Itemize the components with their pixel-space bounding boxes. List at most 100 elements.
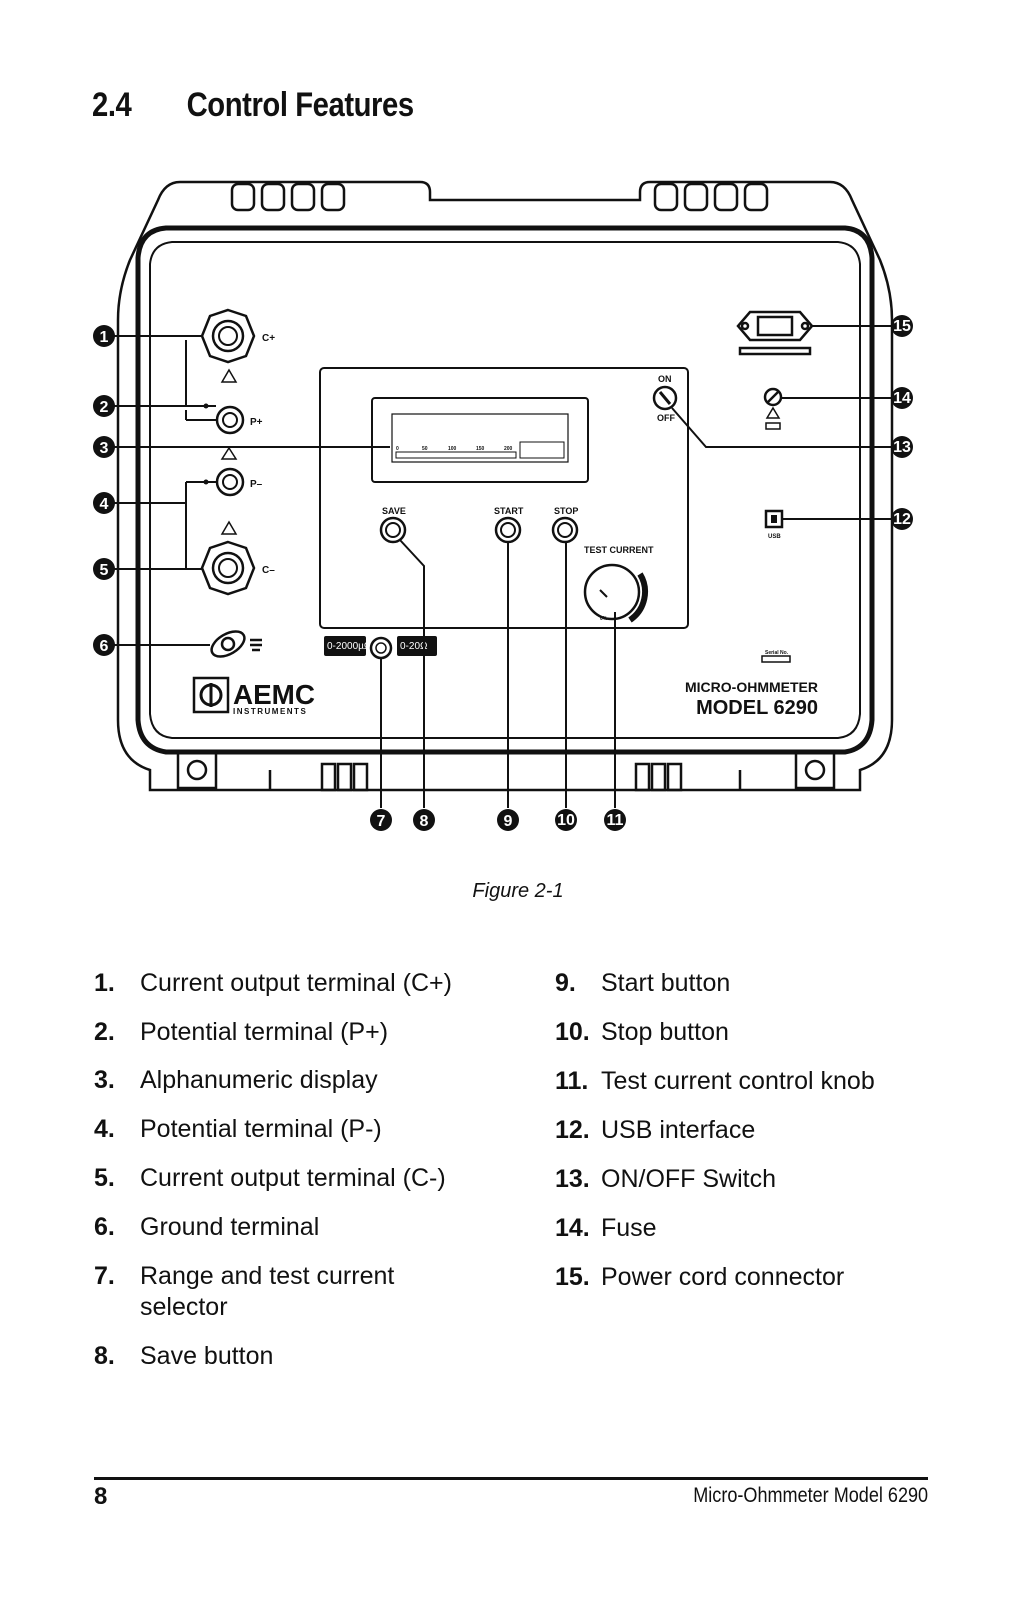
svg-text:4: 4 [100,496,109,513]
test-current-knob: TEST CURRENT 0% [583,545,654,623]
svg-text:0-2000µΩ: 0-2000µΩ [327,641,372,652]
legend-left: 1.Current output terminal (C+) 2. Potenti… [94,968,514,1372]
svg-text:150: 150 [476,446,485,452]
terminal-p-plus: P+ [215,405,263,435]
leader-dots [203,403,209,485]
svg-text:9: 9 [504,813,513,830]
legend-number: 6. [94,1213,115,1241]
control-panel-figure: C+ P+ P– C– 0 50 100 150 200 ON [93,180,913,831]
legend-item: 13.ON/OFF Switch [555,1164,995,1195]
svg-text:C–: C– [262,565,275,576]
svg-text:0: 0 [396,446,399,452]
ground-terminal [210,630,262,658]
legend-item: 11. Test current control knob [555,1066,995,1097]
svg-text:12: 12 [893,511,911,528]
case-bottom-feet [176,750,836,792]
aemc-logo: AEMC INSTRUMENTS [192,676,315,716]
svg-text:6: 6 [100,638,109,655]
svg-text:8: 8 [420,813,429,830]
legend-text: Potential terminal (P-) [140,1115,382,1143]
svg-text:13: 13 [893,439,911,456]
callout-6: 6 [93,634,115,656]
section-title: Control Features [186,86,415,124]
svg-text:7: 7 [377,813,386,830]
svg-text:MICRO-OHMMETER: MICRO-OHMMETER [685,679,818,695]
legend-number: 5. [94,1164,115,1192]
leader-lines [114,325,892,808]
callout-8: 8 [413,809,435,831]
legend-number: 14. [555,1214,590,1242]
start-button: START [494,506,524,544]
svg-text:Serial No.: Serial No. [765,650,789,656]
legend-number: 13. [555,1165,590,1193]
svg-text:3: 3 [100,440,109,457]
callout-5: 5 [93,558,115,580]
case-handle-ribs [230,182,769,212]
legend-text: Test current control knob [601,1067,875,1095]
svg-text:INSTRUMENTS: INSTRUMENTS [233,707,307,716]
legend-text: Start button [601,969,731,997]
callout-7: 7 [370,809,392,831]
power-cord-connector [736,310,814,356]
legend-item: 1.Current output terminal (C+) [94,968,514,999]
legend-item: 3.Alphanumeric display [94,1065,514,1096]
legend-text: Potential terminal (P+) [140,1018,389,1046]
svg-text:1: 1 [100,329,109,346]
svg-text:11: 11 [607,812,624,829]
legend-number: 2. [94,1018,115,1046]
svg-text:14: 14 [893,390,911,407]
svg-text:P+: P+ [250,417,263,428]
legend-number: 1. [94,969,115,997]
callout-11: 11 [604,809,626,831]
legend-number: 15. [555,1263,590,1291]
callout-14: 14 [891,387,913,409]
legend-item: 8.Save button [94,1341,514,1372]
svg-text:OFF: OFF [657,413,675,423]
svg-text:50: 50 [422,446,428,452]
warning-icon [220,520,238,535]
legend-item: 6.Ground terminal [94,1212,514,1243]
callout-12: 12 [891,508,913,530]
legend-item: 10.Stop button [555,1017,995,1048]
legend-number: 7. [94,1262,115,1290]
figure-caption: Figure 2-1 [472,880,564,902]
legend-text: Current output terminal (C-) [140,1164,446,1192]
svg-text:SAVE: SAVE [382,506,406,516]
range-selector: 0-2000µΩ 0-20Ω [324,636,437,660]
legend-number: 9. [555,969,576,997]
legend-text: Fuse [601,1214,657,1242]
terminal-p-minus: P– [215,467,263,497]
svg-text:START: START [494,506,524,516]
legend-text: USB interface [601,1116,756,1144]
model-label: MICRO-OHMMETER MODEL 6290 [685,679,818,719]
svg-text:ON: ON [658,374,672,384]
legend-item: 14. Fuse [555,1213,995,1244]
callout-15: 15 [891,315,913,337]
warning-icon [220,368,238,383]
callout-1: 1 [93,325,115,347]
callout-9: 9 [497,809,519,831]
svg-text:USB: USB [768,534,781,540]
legend-item: 2. Potential terminal (P+) [94,1017,514,1048]
callout-13: 13 [891,436,913,458]
svg-text:2: 2 [100,399,109,416]
legend-item: 9. Start button [555,968,995,999]
svg-text:5: 5 [100,562,109,579]
svg-text:AEMC: AEMC [233,679,315,710]
legend-item: 4. Potential terminal (P-) [94,1114,514,1145]
svg-text:15: 15 [893,318,911,335]
legend-number: 3. [94,1066,115,1094]
terminal-c-minus: C– [200,540,275,596]
svg-text:C+: C+ [262,333,275,344]
terminal-c-plus: C+ [200,308,275,364]
serial-plate: Serial No. [761,650,791,663]
running-title: Micro-Ohmmeter Model 6290 [693,1484,928,1507]
case-outline [116,180,894,792]
fuse-holder [763,387,783,430]
on-off-switch: ON OFF [652,374,678,423]
legend-item: 5. Current output terminal (C-) [94,1163,514,1194]
legend-number: 11. [555,1067,589,1095]
svg-text:STOP: STOP [554,506,578,516]
legend-number: 4. [94,1115,115,1143]
